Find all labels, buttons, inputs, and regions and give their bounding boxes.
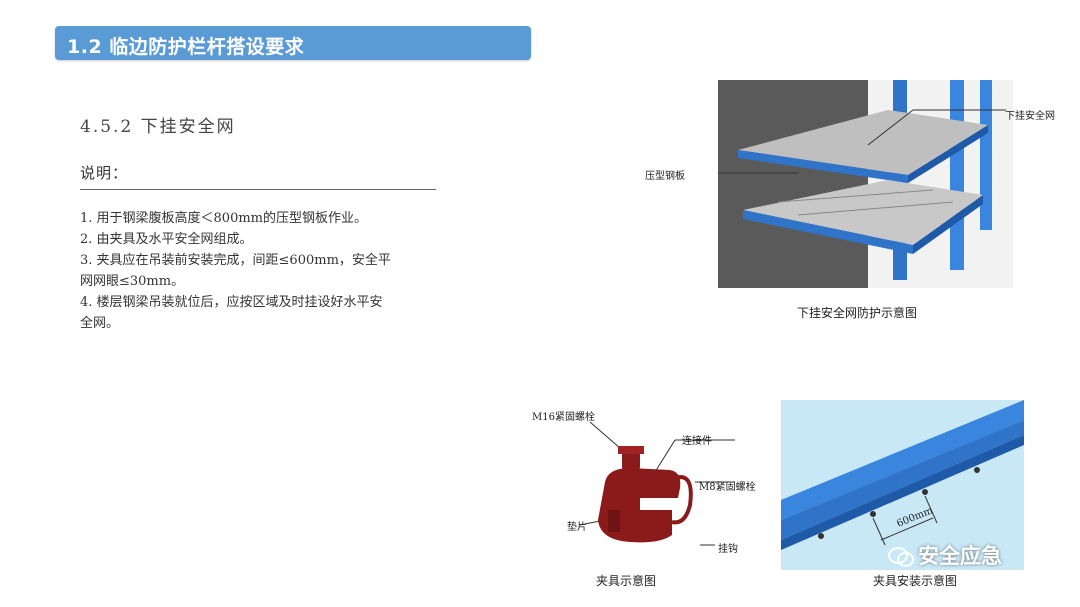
section-heading: 4.5.2 下挂安全网 <box>80 117 236 137</box>
figure2-caption: 夹具示意图 <box>596 574 657 588</box>
title-bar: 1.2 临边防护栏杆搭设要求 <box>55 26 531 60</box>
label-deck: 压型钢板 <box>645 171 685 182</box>
explain-label: 说明： <box>80 164 129 182</box>
figure1-caption: 下挂安全网防护示意图 <box>797 306 918 320</box>
note-line: 全网。 <box>80 316 120 331</box>
note-line: 3. 夹具应在吊装前安装完成，间距≤600mm，安全平 <box>80 253 391 268</box>
label-connector: 连接件 <box>682 436 712 447</box>
label-net: 下挂安全网 <box>1005 111 1055 122</box>
label-m16: M16紧固螺栓 <box>532 412 595 423</box>
divider <box>80 189 436 190</box>
note-line: 2. 由夹具及水平安全网组成。 <box>80 232 253 247</box>
notes-list: 1. 用于钢梁腹板高度＜800mm的压型钢板作业。 2. 由夹具及水平安全网组成… <box>80 208 440 334</box>
label-hook: 挂钩 <box>718 544 738 555</box>
page-title: 1.2 临边防护栏杆搭设要求 <box>67 36 305 58</box>
label-pad: 垫片 <box>567 522 587 533</box>
note-line: 4. 楼层钢梁吊装就位后，应按区域及时挂设好水平安 <box>80 295 383 310</box>
figure3-caption: 夹具安装示意图 <box>873 574 958 588</box>
label-m8: M8紧固螺栓 <box>699 482 756 493</box>
safety-net-illustration <box>718 80 1013 288</box>
watermark-text: 安全应急 <box>918 544 1002 568</box>
watermark: 安全应急 <box>888 540 1002 570</box>
wechat-icon <box>888 545 914 567</box>
clamp-illustration <box>579 421 735 546</box>
beam-installation-illustration <box>781 400 1024 570</box>
note-line: 1. 用于钢梁腹板高度＜800mm的压型钢板作业。 <box>80 211 368 226</box>
note-line: 网网眼≤30mm。 <box>80 274 185 289</box>
